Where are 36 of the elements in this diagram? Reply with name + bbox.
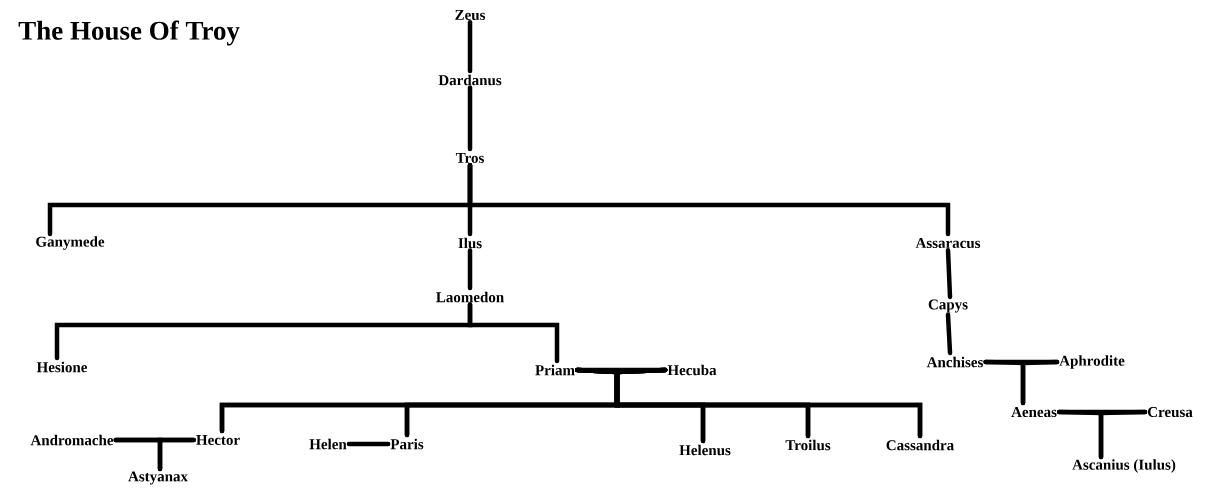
family-line [467, 302, 560, 364]
name-label: Zeus [455, 10, 486, 20]
name-label: Dardanus [438, 74, 502, 86]
name-label: Hesione [36, 361, 88, 373]
family-line [945, 248, 953, 300]
name-label: Hecuba [667, 364, 717, 376]
name-label: Helenus [679, 444, 731, 456]
name-label: Cassandra [886, 439, 954, 451]
family-line [467, 85, 473, 152]
name-label: Hector [196, 435, 240, 445]
name-label: Laomedon [436, 291, 504, 303]
name-label: Aphrodite [1059, 355, 1125, 369]
name-label: Helen [309, 438, 347, 450]
name-label: Assaracus [915, 237, 981, 249]
name-label: Creusa [1147, 406, 1193, 418]
name-label: Ganymede [36, 236, 105, 250]
name-label: Aeneas [1011, 407, 1057, 418]
name-label: Andromache [30, 434, 114, 446]
name-label: Troilus [785, 439, 831, 451]
name-label: Tros [455, 153, 484, 163]
name-label: Astyanax [128, 471, 188, 485]
family-line [1020, 359, 1060, 406]
title: The House Of Troy [18, 20, 240, 46]
family-line [1098, 409, 1148, 460]
name-label: Ascanius (Iulus) [1072, 459, 1176, 473]
family-line [467, 19, 473, 74]
name-label: Priam [535, 364, 575, 376]
name-label: Capys [928, 299, 968, 313]
name-label: Paris [390, 438, 424, 450]
family-line [346, 441, 391, 447]
name-label: Ilus [458, 237, 482, 249]
family-line [467, 162, 951, 237]
family-line [157, 437, 196, 472]
name-label: Anchises [926, 356, 983, 368]
family-line [945, 312, 953, 356]
family-line [467, 248, 473, 291]
